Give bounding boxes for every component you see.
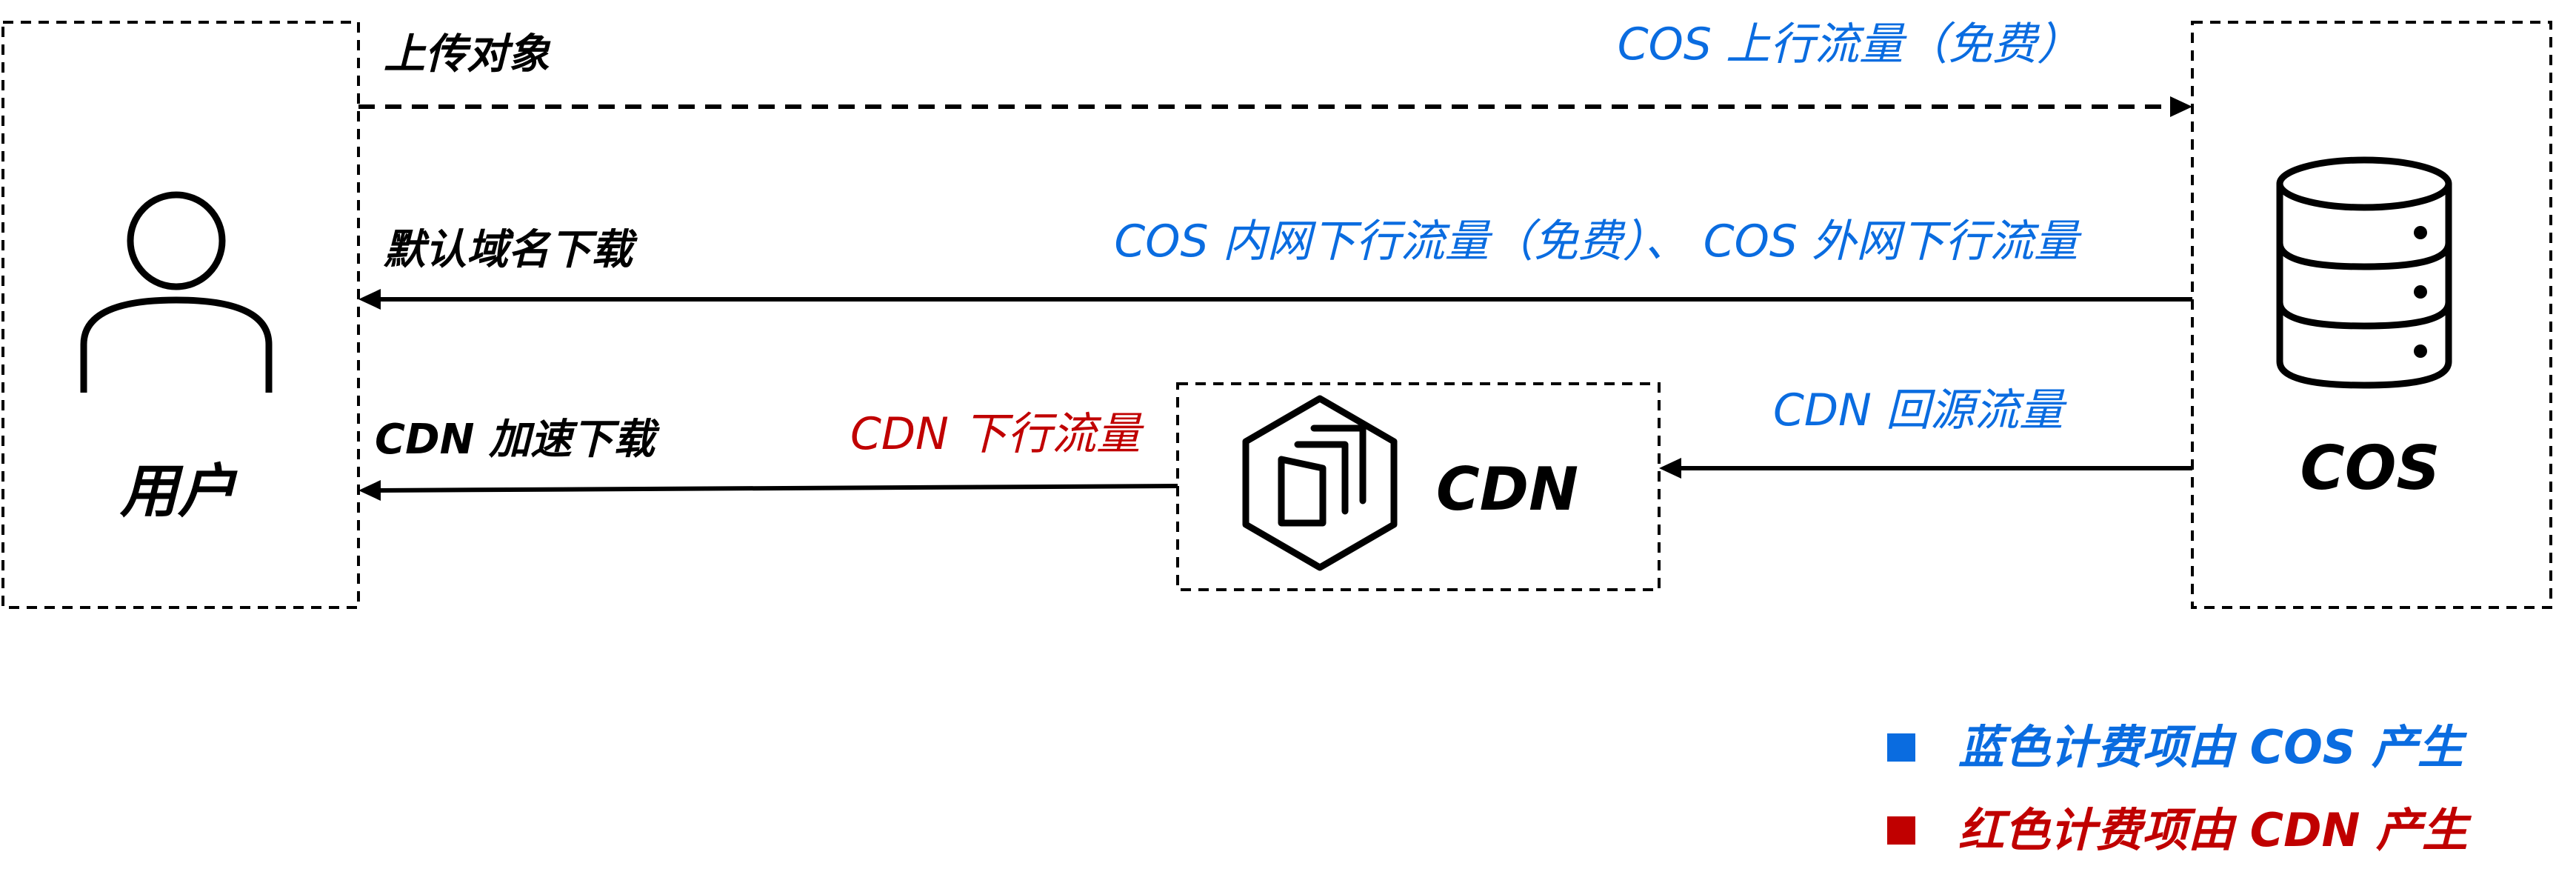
default-download-traffic-label: COS 内网下行流量（免费）、 COS 外网下行流量 xyxy=(1114,216,2082,267)
cdn-download-arrow-line xyxy=(377,484,1178,493)
cdn-label: CDN xyxy=(1436,455,1578,524)
cdn-download-label: CDN 加速下载 xyxy=(375,416,660,464)
cdn-box-border xyxy=(1176,382,1661,591)
legend-item-blue: 蓝色计费项由 COS 产生 xyxy=(1887,720,2468,774)
legend-swatch-red xyxy=(1887,816,1915,845)
cos-box-border xyxy=(2191,21,2552,609)
default-download-label: 默认域名下载 xyxy=(383,226,638,274)
default-download-edge: 默认域名下载 COS 内网下行流量（免费）、 COS 外网下行流量 xyxy=(358,216,2192,310)
legend: 蓝色计费项由 COS 产生 红色计费项由 CDN 产生 xyxy=(1887,720,2472,857)
cdn-download-edge: CDN 加速下载 CDN 下行流量 xyxy=(358,408,1178,501)
upload-traffic-label: COS 上行流量（免费） xyxy=(1618,19,2081,70)
legend-item-red: 红色计费项由 CDN 产生 xyxy=(1887,803,2472,857)
legend-swatch-blue xyxy=(1887,733,1915,762)
legend-text-red: 红色计费项由 CDN 产生 xyxy=(1958,803,2472,857)
upload-edge: 上传对象 COS 上行流量（免费） xyxy=(358,19,2192,117)
default-download-arrowhead xyxy=(358,289,381,310)
cdn-download-traffic-label: CDN 下行流量 xyxy=(850,408,1144,460)
cdn-origin-arrowhead xyxy=(1659,458,1681,479)
cdn-hexagon-icon xyxy=(1242,395,1398,571)
database-icon xyxy=(2276,156,2452,389)
user-node: 用户 xyxy=(1,21,360,609)
cos-label: COS xyxy=(2300,433,2440,504)
cdn-node: CDN xyxy=(1176,382,1661,591)
upload-label: 上传对象 xyxy=(384,30,551,79)
upload-arrowhead xyxy=(2170,96,2192,117)
user-label: 用户 xyxy=(119,459,238,525)
cos-node: COS xyxy=(2191,21,2552,609)
user-box-border xyxy=(1,21,360,609)
legend-text-blue: 蓝色计费项由 COS 产生 xyxy=(1958,720,2468,774)
cdn-origin-edge: CDN 回源流量 xyxy=(1659,384,2192,479)
cdn-origin-traffic-label: CDN 回源流量 xyxy=(1773,384,2067,436)
cdn-download-arrowhead xyxy=(358,480,381,501)
person-icon xyxy=(80,191,273,393)
